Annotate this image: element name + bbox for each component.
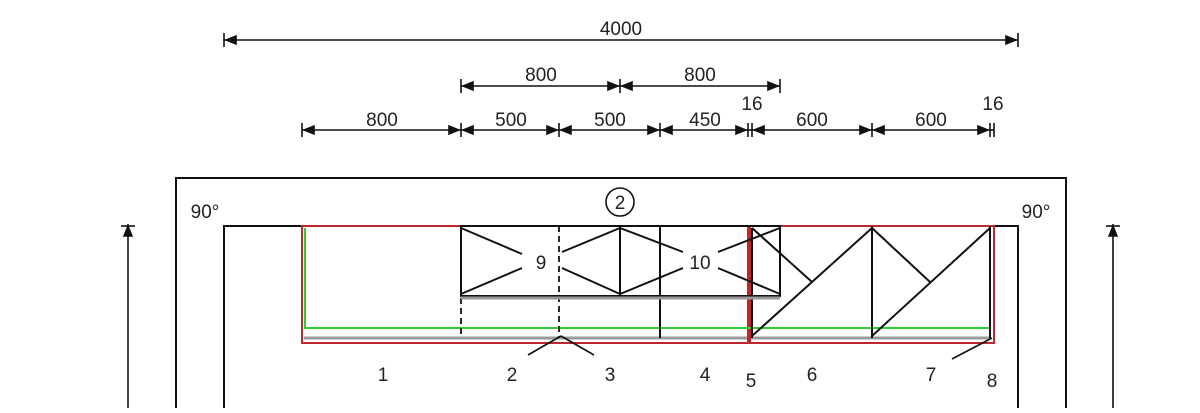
- wall-marker-circle: [605, 187, 635, 217]
- dimension-label: 16: [741, 94, 762, 115]
- angle-left: 90°: [191, 202, 220, 223]
- outer-frame: [175, 177, 1067, 408]
- dimension-row-3: 800 500 500 450 16 600 600 16: [301, 94, 1004, 137]
- wall-marker-label: 2: [615, 193, 626, 214]
- unit-label-1: 1: [378, 365, 389, 386]
- dimension-label: 600: [796, 110, 828, 131]
- angle-right: 90°: [1022, 202, 1051, 223]
- dimension-label: 800: [684, 65, 716, 86]
- dimension-label: 16: [982, 94, 1003, 115]
- dimension-row-2: 800 800: [460, 65, 781, 93]
- dimension-label: 600: [915, 110, 947, 131]
- unit-label-8: 8: [987, 371, 998, 392]
- unit-label-7: 7: [926, 365, 937, 386]
- dimension-total: 4000: [223, 19, 1019, 47]
- unit-label-5: 5: [746, 371, 757, 392]
- wall-cabinets: [460, 225, 781, 300]
- dimension-label: 500: [495, 110, 527, 131]
- dimension-label: 500: [594, 110, 626, 131]
- unit-label-3: 3: [605, 365, 616, 386]
- dimension-label: 450: [689, 110, 721, 131]
- unit-label-6: 6: [807, 365, 818, 386]
- unit-label-4: 4: [700, 365, 711, 386]
- dimension-label: 800: [525, 65, 557, 86]
- base-cabinets: [301, 225, 995, 344]
- dimension-label: 800: [366, 110, 398, 131]
- unit-label-10: 10: [689, 253, 710, 274]
- unit-label-2: 2: [507, 365, 518, 386]
- dimension-label: 4000: [600, 19, 642, 40]
- unit-label-9: 9: [536, 253, 547, 274]
